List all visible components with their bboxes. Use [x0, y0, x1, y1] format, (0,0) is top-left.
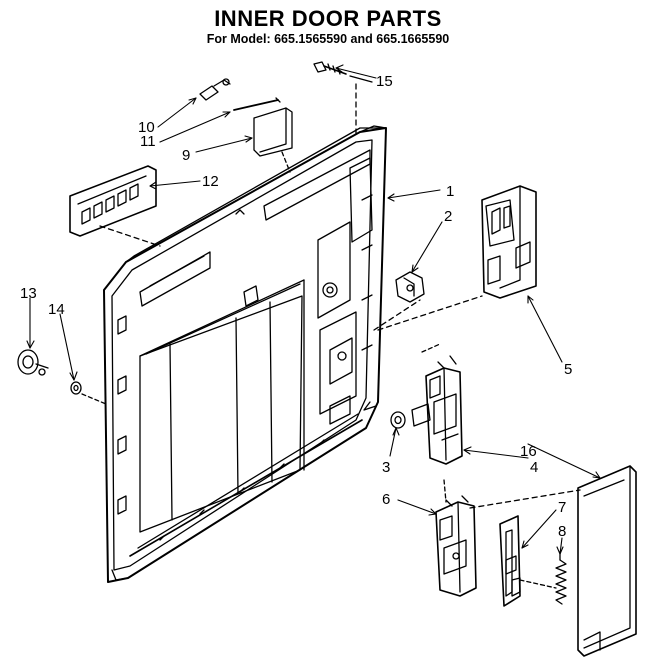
latch-strike-part-2 — [373, 271, 425, 331]
rod-part-11 — [233, 97, 281, 111]
inner-door-panel — [103, 125, 387, 583]
latch-assembly-part-4 — [411, 343, 463, 465]
callout-1: 1 — [446, 183, 454, 200]
callout-6: 6 — [382, 491, 390, 508]
callout-2: 2 — [444, 208, 452, 225]
washer-part-14 — [70, 381, 107, 405]
callout-8: 8 — [558, 523, 566, 540]
page-title: INNER DOOR PARTS — [214, 6, 442, 31]
leader-lines — [26, 64, 601, 555]
hinge-pin-part-10 — [199, 78, 231, 101]
spring-part-8 — [555, 551, 567, 605]
handle-bracket-part-12 — [69, 165, 161, 247]
latch-cover-part-5 — [481, 185, 537, 299]
callout-15: 15 — [376, 73, 393, 90]
model-subtitle: For Model: 665.1565590 and 665.1665590 — [206, 32, 450, 46]
callout-3: 3 — [382, 459, 390, 476]
callout-10: 10 — [138, 119, 155, 136]
callout-11: 11 — [140, 133, 156, 150]
callout-13: 13 — [20, 285, 37, 302]
callout-16: 16 — [520, 443, 537, 460]
knob-part-13 — [17, 349, 49, 376]
callout-9: 9 — [182, 147, 190, 164]
callout-labels: 1 2 3 4 5 6 7 8 9 10 11 12 13 14 15 16 — [20, 73, 572, 540]
screw-part-15 — [313, 61, 373, 137]
callout-14: 14 — [48, 301, 65, 318]
bushing-part-3 — [390, 411, 406, 429]
callout-5: 5 — [564, 361, 572, 378]
lower-latch-part-6 — [435, 479, 477, 597]
callout-4: 4 — [530, 459, 538, 476]
cover-part-9 — [253, 107, 293, 173]
side-panel-part-16 — [577, 465, 637, 657]
callout-7: 7 — [558, 499, 566, 516]
callout-12: 12 — [202, 173, 219, 190]
bracket-part-7 — [499, 515, 521, 607]
